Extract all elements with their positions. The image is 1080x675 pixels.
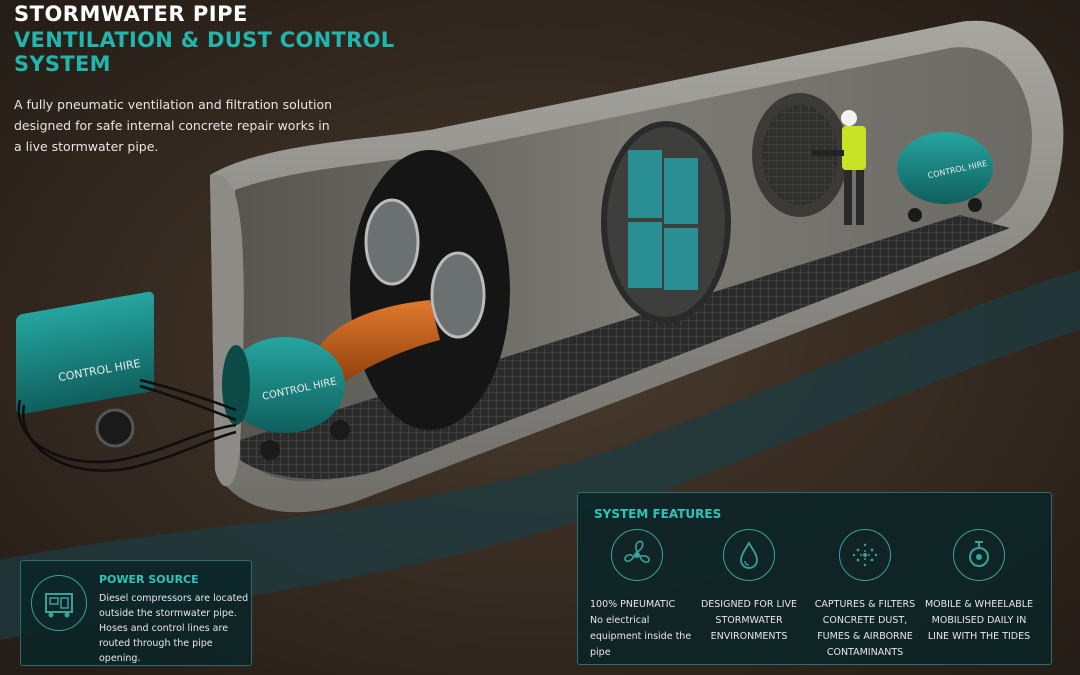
generator-icon bbox=[31, 575, 87, 631]
power-source-heading: POWER SOURCE bbox=[99, 573, 199, 586]
system-features-heading: SYSTEM FEATURES bbox=[594, 507, 722, 521]
feature-mobile-text: MOBILISED DAILY IN LINE WITH THE TIDES bbox=[927, 615, 1031, 642]
feature-live-stormwater-text: STORMWATER ENVIRONMENTS bbox=[710, 615, 788, 642]
title-block: STORMWATER PIPE VENTILATION & DUST CONTR… bbox=[14, 2, 434, 157]
worker-figure bbox=[812, 110, 866, 225]
pneumatic-fan: CONTROL HIRE bbox=[222, 337, 350, 460]
page-title: STORMWATER PIPE bbox=[14, 2, 248, 26]
feature-mobile: MOBILE & WHEELABLE MOBILISED DAILY IN LI… bbox=[924, 529, 1034, 645]
feature-dust-filter-title: CAPTURES & FILTERS bbox=[814, 599, 916, 610]
dust-filter-icon bbox=[839, 529, 891, 581]
far-pneumatic-fan: CONTROL HIRE bbox=[897, 132, 993, 222]
page-subtitle: VENTILATION & DUST CONTROL SYSTEM bbox=[14, 28, 395, 76]
feature-dust-filter-text: CONCRETE DUST, FUMES & AIRBORNE CONTAMIN… bbox=[817, 615, 913, 658]
wheel-icon bbox=[953, 529, 1005, 581]
feature-mobile-title: MOBILE & WHEELABLE bbox=[924, 599, 1034, 610]
ventilation-hose bbox=[320, 300, 440, 385]
feature-pneumatic-title: 100% PNEUMATIC bbox=[590, 599, 676, 610]
control-lines bbox=[17, 378, 237, 472]
bulkhead-disc bbox=[350, 150, 510, 430]
feature-dust-filter: CAPTURES & FILTERS CONCRETE DUST, FUMES … bbox=[810, 529, 920, 661]
feature-live-stormwater-title: DESIGNED FOR LIVE bbox=[700, 599, 798, 610]
system-features-panel: SYSTEM FEATURES 100% PNEUMATIC No electr… bbox=[577, 492, 1052, 665]
filter-unit bbox=[601, 121, 731, 323]
diesel-compressor: CONTROL HIRE bbox=[16, 291, 154, 448]
water-drop-icon bbox=[723, 529, 775, 581]
feature-pneumatic-text: No electrical equipment inside the pipe bbox=[590, 615, 692, 658]
water-stream bbox=[0, 270, 1080, 640]
fan-icon bbox=[611, 529, 663, 581]
feature-pneumatic: 100% PNEUMATIC No electrical equipment i… bbox=[582, 529, 692, 661]
power-source-text: Diesel compressors are located outside t… bbox=[99, 593, 249, 664]
power-source-panel: POWER SOURCE Diesel compressors are loca… bbox=[20, 560, 252, 666]
feature-live-stormwater: DESIGNED FOR LIVE STORMWATER ENVIRONMENT… bbox=[694, 529, 804, 645]
intro-text: A fully pneumatic ventilation and filtra… bbox=[14, 97, 333, 154]
